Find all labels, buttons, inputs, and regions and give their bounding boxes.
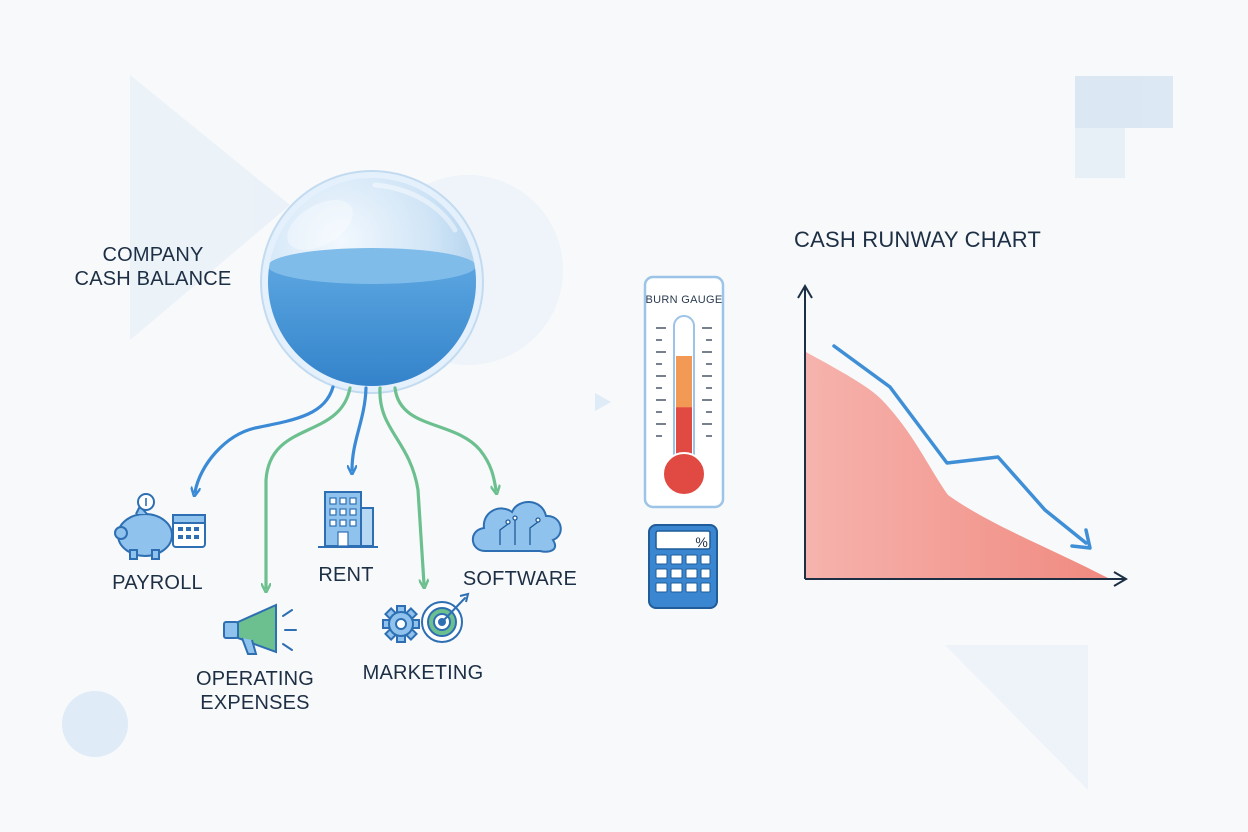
- runway-area: [806, 352, 1108, 578]
- expense-label-operating-expenses: OPERATING EXPENSES: [190, 667, 320, 715]
- burn-gauge: [643, 275, 725, 509]
- burn-gauge-fill-low: [676, 356, 692, 410]
- megaphone-icon: [223, 603, 297, 655]
- flow-arrows: [195, 385, 496, 588]
- piggy-bank-calendar-icon: [114, 493, 206, 560]
- runway-chart: [797, 284, 1128, 587]
- calculator-icon: [648, 524, 718, 609]
- burn-gauge-title: BURN GAUGE: [645, 294, 723, 306]
- calculator-display: %: [695, 534, 708, 550]
- gear-target-icon: [382, 592, 470, 643]
- bg-bubble: [62, 691, 128, 757]
- x-axis-arrow: [1113, 571, 1128, 587]
- flow-arrow-software: [393, 386, 496, 490]
- cash-water-level: [268, 254, 476, 386]
- flow-arrow-rent: [352, 386, 368, 470]
- expense-label-operating-line-1: OPERATING: [195, 668, 315, 690]
- expense-label-software: SOFTWARE: [462, 568, 578, 590]
- cash-balance-label: COMPANY CASH BALANCE: [68, 243, 238, 291]
- flow-arrow-operating-expenses: [266, 386, 352, 588]
- cash-balance-sphere: [260, 170, 484, 394]
- burn-gauge-bulb: [662, 452, 706, 496]
- cash-balance-label-line-1: COMPANY: [102, 244, 204, 266]
- expense-label-operating-line-2: EXPENSES: [200, 692, 310, 714]
- expense-label-marketing: MARKETING: [362, 662, 484, 684]
- bg-triangle-bottom: [945, 645, 1088, 790]
- runway-line: [832, 344, 1088, 545]
- bg-triangle: [130, 75, 290, 340]
- cloud-circuit-icon: [471, 501, 562, 553]
- flow-arrow-payroll: [195, 385, 335, 492]
- bg-small-triangle: [595, 393, 611, 411]
- runway-chart-title: CASH RUNWAY CHART: [794, 227, 1042, 252]
- expense-label-rent: RENT: [318, 564, 374, 586]
- expense-label-payroll: PAYROLL: [112, 572, 203, 594]
- flow-arrow-marketing: [378, 386, 424, 584]
- runway-line-arrowhead: [1070, 528, 1092, 550]
- bg-square-bottom: [1075, 128, 1125, 178]
- office-building-icon: [318, 491, 378, 548]
- bg-square-top: [1075, 76, 1173, 128]
- y-axis-arrow: [797, 284, 813, 299]
- cash-balance-label-line-2: CASH BALANCE: [74, 268, 232, 290]
